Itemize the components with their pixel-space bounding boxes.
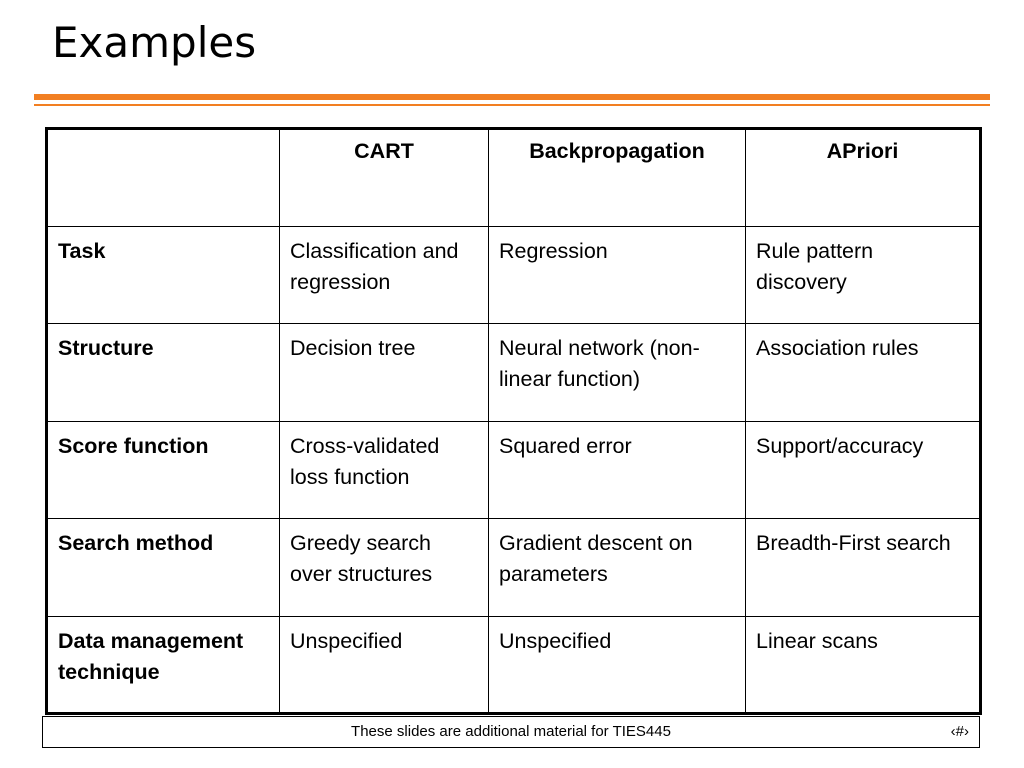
- row-label-task: Task: [46, 225, 280, 324]
- slide-title: Examples: [52, 18, 257, 67]
- row-label-data-management-technique: Data management technique: [46, 615, 280, 714]
- title-underline-thin: [34, 104, 990, 106]
- table-cell: Greedy search over structures: [279, 518, 489, 617]
- header-cell-empty: [46, 128, 280, 227]
- table-cell: Unspecified: [488, 615, 746, 714]
- table-row: Structure Decision tree Neural network (…: [46, 323, 981, 422]
- table-cell: Support/accuracy: [745, 420, 981, 519]
- table-cell: Association rules: [745, 323, 981, 422]
- header-cell-backpropagation: Backpropagation: [488, 128, 746, 227]
- footer-text: These slides are additional material for…: [351, 723, 671, 740]
- table-row: Data management technique Unspecified Un…: [46, 615, 981, 714]
- table-cell: Regression: [488, 225, 746, 324]
- table-cell: Unspecified: [279, 615, 489, 714]
- slide-number: ‹#›: [950, 723, 969, 740]
- table-cell: Classification and regression: [279, 225, 489, 324]
- table-cell: Breadth-First search: [745, 518, 981, 617]
- slide-footer: These slides are additional material for…: [42, 716, 980, 748]
- table-cell: Cross-validated loss function: [279, 420, 489, 519]
- table-cell: Linear scans: [745, 615, 981, 714]
- table-cell: Neural network (non-linear function): [488, 323, 746, 422]
- table-header-row: CART Backpropagation APriori: [46, 128, 981, 227]
- row-label-search-method: Search method: [46, 518, 280, 617]
- row-label-structure: Structure: [46, 323, 280, 422]
- table-row: Search method Greedy search over structu…: [46, 518, 981, 617]
- title-underline-thick: [34, 94, 990, 100]
- header-cell-apriori: APriori: [745, 128, 981, 227]
- header-cell-cart: CART: [279, 128, 489, 227]
- table-cell: Decision tree: [279, 323, 489, 422]
- table-row: Score function Cross-validated loss func…: [46, 420, 981, 519]
- comparison-table: CART Backpropagation APriori Task Classi…: [45, 127, 982, 715]
- table-cell: Gradient descent on parameters: [488, 518, 746, 617]
- table-row: Task Classification and regression Regre…: [46, 225, 981, 324]
- table-cell: Squared error: [488, 420, 746, 519]
- table-cell: Rule pattern discovery: [745, 225, 981, 324]
- row-label-score-function: Score function: [46, 420, 280, 519]
